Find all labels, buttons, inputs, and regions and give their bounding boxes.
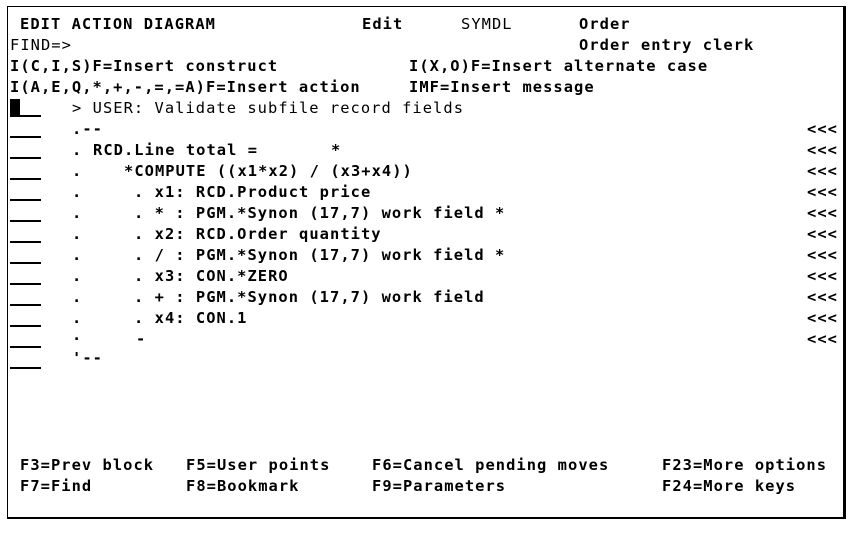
line-command-input[interactable] [10,367,41,369]
file-label: Order [579,15,631,33]
line-command-input[interactable] [10,262,41,264]
line-marker: <<< [807,204,838,222]
line-marker: <<< [807,162,838,180]
diagram-line-prefix: . [72,326,83,344]
line-command-input[interactable] [10,178,41,180]
line-marker: <<< [807,183,838,201]
line-command-input[interactable] [10,115,41,117]
f3-prev-block-key[interactable]: F3=Prev block [20,456,155,474]
find-label: FIND=> [10,36,72,54]
diagram-line-star: * [331,141,342,159]
text-cursor [10,99,20,115]
line-command-input[interactable] [10,220,41,222]
line-marker: <<< [807,309,838,327]
find-input[interactable] [74,35,354,53]
line-command-input[interactable] [10,241,41,243]
diagram-line-prefix: . [72,141,83,159]
line-marker: <<< [807,225,838,243]
line-command-input[interactable] [10,304,41,306]
diagram-line-prefix: .-- [72,120,103,138]
line-command-input[interactable] [10,346,41,348]
diagram-line-text: RCD.Line total = [93,141,259,159]
diagram-line-text: . / : PGM.*Synon (17,7) work field * [134,246,506,264]
line-marker: <<< [807,267,838,285]
line-command-input[interactable] [10,157,41,159]
hint-insert-action: I(A,E,Q,*,+,-,=,=A)F=Insert action [10,78,361,96]
function-label: Order entry clerk [579,36,755,54]
f5-user-points-key[interactable]: F5=User points [186,456,331,474]
diagram-header-line: > USER: Validate subfile record fields [72,99,465,117]
line-marker: <<< [807,246,838,264]
diagram-line-prefix: . [72,309,83,327]
f6-cancel-pending-moves-key[interactable]: F6=Cancel pending moves [372,456,610,474]
f23-more-options-key[interactable]: F23=More options [662,456,828,474]
diagram-line-text: . * : PGM.*Synon (17,7) work field * [134,204,506,222]
diagram-line-prefix: . [72,267,83,285]
hint-insert-message: IMF=Insert message [409,78,595,96]
f7-find-key[interactable]: F7=Find [20,477,93,495]
diagram-line-text: . x1: RCD.Product price [134,183,372,201]
f24-more-keys-key[interactable]: F24=More keys [662,477,797,495]
diagram-line-prefix: . [72,162,83,180]
line-command-input[interactable] [10,136,41,138]
diagram-line-text: . x4: CON.1 [134,309,248,327]
screen-title: EDIT ACTION DIAGRAM [20,15,217,33]
line-marker: <<< [807,288,838,306]
hint-insert-construct: I(C,I,S)F=Insert construct [10,57,279,75]
diagram-line-text: . x2: RCD.Order quantity [134,225,382,243]
diagram-line-prefix: . [72,288,83,306]
screen-frame [7,6,846,519]
f8-bookmark-key[interactable]: F8=Bookmark [186,477,300,495]
diagram-line-text: . x3: CON.*ZERO [134,267,289,285]
diagram-line-text: . + : PGM.*Synon (17,7) work field [134,288,485,306]
line-command-input[interactable] [10,325,41,327]
f9-parameters-key[interactable]: F9=Parameters [372,477,507,495]
diagram-line-prefix: . [72,246,83,264]
line-marker: <<< [807,120,838,138]
diagram-line-prefix: . [72,183,83,201]
diagram-line-text: - [136,330,147,348]
diagram-line-prefix: . [72,204,83,222]
line-command-input[interactable] [10,283,41,285]
diagram-line-prefix: '-- [72,349,103,367]
line-command-input[interactable] [10,199,41,201]
library-label: SYMDL [461,15,513,33]
line-marker: <<< [807,141,838,159]
diagram-line-text: *COMPUTE ((x1*x2) / (x3+x4)) [124,162,413,180]
hint-insert-alternate: I(X,O)F=Insert alternate case [409,57,709,75]
mode-label: Edit [362,15,404,33]
diagram-line-prefix: . [72,225,83,243]
line-marker: <<< [807,330,838,348]
